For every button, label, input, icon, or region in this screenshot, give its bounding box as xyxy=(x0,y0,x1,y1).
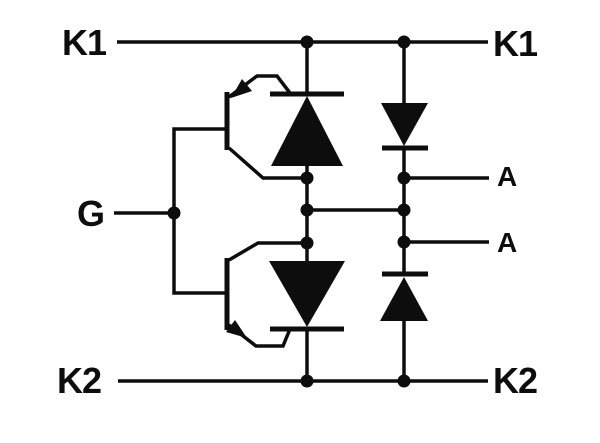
upper-thyristor-symbol xyxy=(270,91,344,166)
terminal-label-k2-left: K2 xyxy=(57,360,101,401)
lower-thyristor-triangle xyxy=(269,261,345,327)
terminal-label-k2-right: K2 xyxy=(493,360,537,401)
terminal-label-gate: G xyxy=(77,193,104,234)
junction-dot xyxy=(397,374,411,388)
junction-dot xyxy=(300,236,314,250)
lower-transistor-emitter-arrow-icon xyxy=(226,320,247,338)
wire-gate-branches xyxy=(172,127,228,295)
lower-thyristor-symbol xyxy=(269,261,345,332)
junction-dot xyxy=(300,35,314,49)
junction-dot xyxy=(397,235,411,249)
junction-dot xyxy=(300,203,314,217)
terminal-label-k1-right: K1 xyxy=(493,23,538,64)
junction-dot xyxy=(300,374,314,388)
junction-dot xyxy=(300,171,314,185)
terminal-label-k1-left: K1 xyxy=(62,22,107,63)
upper-transistor-collector-wire xyxy=(227,146,307,180)
lower-diode-triangle xyxy=(380,277,428,321)
terminal-label-anode-lower: A xyxy=(497,227,517,258)
junction-dot xyxy=(397,171,411,185)
upper-diode-symbol xyxy=(381,103,428,151)
junction-dot xyxy=(397,203,411,217)
terminal-label-anode-upper: A xyxy=(497,161,517,192)
lower-diode-symbol xyxy=(380,271,428,321)
lower-transistor-symbol xyxy=(224,241,307,348)
upper-thyristor-triangle xyxy=(271,96,343,166)
upper-diode-triangle xyxy=(381,103,428,146)
junction-dot xyxy=(167,206,181,220)
junction-dot xyxy=(397,35,411,49)
upper-transistor-symbol xyxy=(224,74,307,180)
lower-transistor-collector-wire xyxy=(228,241,307,262)
upper-transistor-emitter-arrow-icon xyxy=(231,79,252,98)
